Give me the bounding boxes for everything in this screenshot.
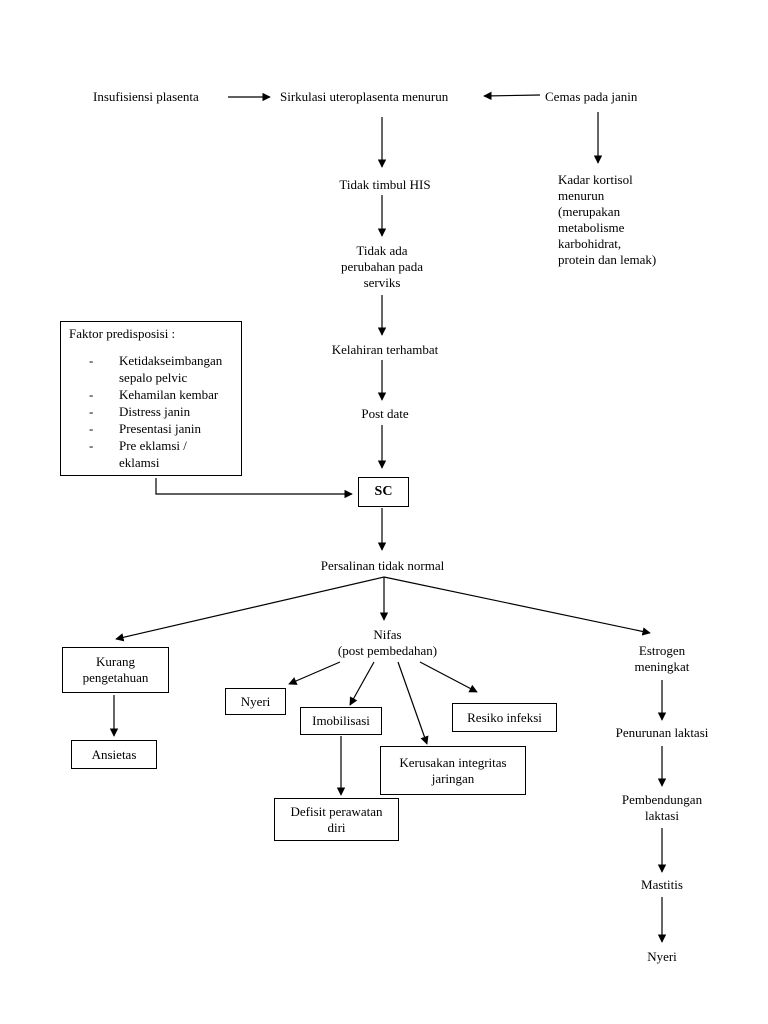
node-sirkulasi-uteroplasenta: Sirkulasi uteroplasenta menurun [280, 89, 449, 104]
faktor-title: Faktor predisposisi : [69, 326, 176, 341]
faktor-dash: - [89, 438, 94, 453]
kerusakan-line: Kerusakan integritas [399, 754, 507, 770]
faktor-item: - Presentasi janin [89, 420, 222, 437]
arrow-persalinan-to-kurang [115, 576, 385, 642]
node-tidak-timbul-his: Tidak timbul HIS [339, 177, 431, 192]
pembendungan-line: laktasi [645, 808, 679, 823]
faktor-dash: - [89, 353, 94, 368]
node-estrogen-meningkat: Estrogen meningkat [612, 643, 712, 675]
kurang-line: Kurang [96, 654, 135, 669]
faktor-item-line: Presentasi janin [119, 421, 201, 436]
arrow-persalinan-to-estrogen [383, 576, 651, 636]
tidak-ada-line: perubahan pada [341, 259, 423, 274]
node-kerusakan-integritas-box: Kerusakan integritas jaringan [380, 746, 526, 795]
kortisol-line: karbohidrat, [558, 236, 622, 251]
node-imobilisasi-box: Imobilisasi [300, 707, 382, 735]
resiko-label: Resiko infeksi [467, 709, 542, 725]
kortisol-line: (merupakan [558, 204, 621, 219]
kortisol-line: Kadar kortisol [558, 172, 633, 187]
kerusakan-line: jaringan [431, 770, 475, 786]
kortisol-line: protein dan lemak) [558, 252, 657, 267]
arrow-faktor-to-sc [155, 478, 353, 499]
defisit-line: diri [327, 819, 346, 835]
ansietas-label: Ansietas [91, 746, 137, 762]
faktor-item-line: Kehamilan kembar [119, 387, 219, 402]
imobilisasi-label: Imobilisasi [312, 713, 370, 728]
node-nyeri-final: Nyeri [647, 949, 677, 964]
sc-label: SC [374, 484, 393, 499]
arrow-cemas-to-sirkulasi [483, 91, 541, 101]
arrow-nifas-to-imobilisasi [349, 661, 375, 706]
node-persalinan-tidak-normal: Persalinan tidak normal [320, 558, 445, 573]
faktor-item-line: Distress janin [119, 404, 191, 419]
node-kelahiran-terhambat: Kelahiran terhambat [331, 342, 439, 357]
node-cemas-pada-janin: Cemas pada janin [545, 89, 638, 104]
faktor-item: - Kehamilan kembar [89, 386, 222, 403]
node-mastitis: Mastitis [641, 877, 683, 892]
node-ansietas-box: Ansietas [71, 740, 157, 769]
faktor-item: - Distress janin [89, 403, 222, 420]
arrow-nifas-to-resiko [419, 661, 478, 693]
nifas-line: Nifas [373, 627, 402, 642]
faktor-dash: - [89, 421, 94, 436]
faktor-item: - Ketidakseimbangan sepalo pelvic [89, 352, 222, 386]
node-sc-box: SC [358, 477, 409, 507]
faktor-dash: - [89, 387, 94, 402]
faktor-list: - Ketidakseimbangan sepalo pelvic - Keha… [89, 352, 222, 471]
kurang-line: pengetahuan [82, 670, 149, 685]
arrow-nifas-to-nyeri [288, 661, 341, 685]
node-nyeri-box: Nyeri [225, 688, 286, 715]
estrogen-line: meningkat [634, 659, 690, 674]
faktor-predisposisi-box: Faktor predisposisi : - Ketidakseimbanga… [60, 321, 242, 476]
nifas-line: (post pembedahan) [337, 643, 438, 658]
node-kurang-pengetahuan-box: Kurang pengetahuan [62, 647, 169, 693]
faktor-item-line: Ketidakseimbangan [119, 353, 223, 368]
node-kadar-kortisol: Kadar kortisol menurun (merupakan metabo… [558, 172, 656, 268]
estrogen-line: Estrogen [638, 643, 686, 658]
node-pembendungan-laktasi: Pembendungan laktasi [602, 792, 722, 824]
node-tidak-ada-perubahan: Tidak ada perubahan pada serviks [312, 243, 452, 291]
faktor-item-line: eklamsi [119, 455, 160, 470]
kortisol-line: menurun [558, 188, 605, 203]
node-nifas: Nifas (post pembedahan) [320, 627, 455, 659]
node-resiko-infeksi-box: Resiko infeksi [452, 703, 557, 732]
faktor-dash: - [89, 404, 94, 419]
tidak-ada-line: serviks [363, 275, 401, 290]
faktor-item: - Pre eklamsi / eklamsi [89, 437, 222, 471]
faktor-item-line: Pre eklamsi / [119, 438, 187, 453]
faktor-item-line: sepalo pelvic [119, 370, 188, 385]
nyeri-label: Nyeri [240, 693, 271, 709]
node-insufisiensi-plasenta: Insufisiensi plasenta [93, 89, 199, 104]
node-defisit-perawatan-box: Defisit perawatan diri [274, 798, 399, 841]
defisit-line: Defisit perawatan [290, 803, 383, 819]
arrow-nifas-to-kerusakan [397, 661, 429, 745]
node-post-date: Post date [361, 406, 409, 421]
node-penurunan-laktasi: Penurunan laktasi [615, 725, 709, 740]
pembendungan-line: Pembendungan [621, 792, 703, 807]
tidak-ada-line: Tidak ada [356, 243, 408, 258]
kortisol-line: metabolisme [558, 220, 625, 235]
